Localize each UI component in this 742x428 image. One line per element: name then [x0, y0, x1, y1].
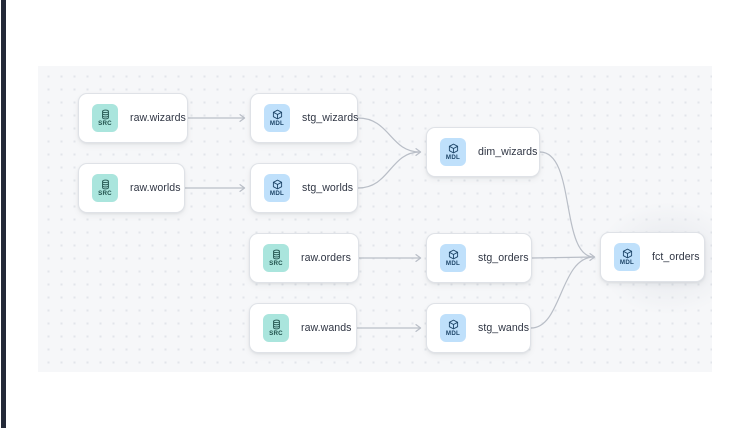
edge-layer — [185, 114, 596, 332]
node-type-badge-mdl: MDL — [264, 174, 290, 202]
cube-icon — [272, 109, 283, 120]
lineage-node-stg-orders[interactable]: MDL stg_orders — [426, 233, 532, 283]
edge-stg-wizards-dim-wizards — [357, 117, 421, 153]
node-label: dim_wizards — [478, 146, 538, 158]
node-type-badge-mdl: MDL — [614, 243, 640, 271]
node-type-badge-src: SRC — [92, 104, 118, 132]
cube-icon — [272, 179, 283, 190]
lineage-node-raw-worlds[interactable]: SRC raw.worlds — [78, 163, 185, 213]
database-icon — [100, 179, 111, 190]
database-icon — [271, 319, 282, 330]
cube-icon — [448, 319, 459, 330]
node-label: raw.wizards — [130, 112, 186, 124]
node-type-badge-label: MDL — [445, 153, 461, 161]
node-type-badge-label: SRC — [269, 329, 283, 337]
node-type-badge-label: MDL — [445, 259, 461, 267]
cube-icon — [622, 248, 633, 259]
node-label: raw.worlds — [130, 182, 181, 194]
node-type-badge-src: SRC — [263, 314, 289, 342]
node-label: stg_wizards — [302, 112, 359, 124]
lineage-node-fct-orders[interactable]: MDL fct_orders — [600, 232, 705, 282]
edge-stg-orders-fct-orders — [531, 256, 595, 259]
node-label: raw.orders — [301, 252, 351, 264]
lineage-node-raw-wizards[interactable]: SRC raw.wizards — [78, 93, 188, 143]
node-type-badge-label: SRC — [269, 259, 283, 267]
node-type-badge-mdl: MDL — [264, 104, 290, 132]
node-type-badge-mdl: MDL — [440, 244, 466, 272]
lineage-node-raw-orders[interactable]: SRC raw.orders — [249, 233, 359, 283]
node-type-badge-label: SRC — [98, 119, 112, 127]
node-type-badge-label: MDL — [445, 329, 461, 337]
database-icon — [100, 109, 111, 120]
node-type-badge-mdl: MDL — [440, 138, 466, 166]
app-sidebar-rail — [1, 0, 6, 428]
node-type-badge-mdl: MDL — [440, 314, 466, 342]
node-type-badge-label: MDL — [269, 189, 285, 197]
edge-dim-wizards-fct-orders — [539, 151, 595, 258]
node-type-badge-src: SRC — [92, 174, 118, 202]
lineage-node-dim-wizards[interactable]: MDL dim_wizards — [426, 127, 540, 177]
lineage-node-stg-worlds[interactable]: MDL stg_worlds — [250, 163, 358, 213]
lineage-node-stg-wizards[interactable]: MDL stg_wizards — [250, 93, 358, 143]
node-type-badge-label: SRC — [98, 189, 112, 197]
node-type-badge-label: MDL — [619, 258, 635, 266]
node-label: stg_orders — [478, 252, 529, 264]
node-type-badge-label: MDL — [269, 119, 285, 127]
cube-icon — [448, 143, 459, 154]
node-label: stg_worlds — [302, 182, 354, 194]
node-label: stg_wands — [478, 322, 530, 334]
database-icon — [271, 249, 282, 260]
edge-stg-wands-fct-orders — [530, 256, 595, 329]
lineage-node-stg-wands[interactable]: MDL stg_wands — [426, 303, 531, 353]
node-label: fct_orders — [652, 251, 700, 263]
lineage-node-raw-wands[interactable]: SRC raw.wands — [249, 303, 357, 353]
node-label: raw.wands — [301, 322, 352, 334]
edge-stg-worlds-dim-wizards — [357, 151, 421, 189]
cube-icon — [448, 249, 459, 260]
node-type-badge-src: SRC — [263, 244, 289, 272]
